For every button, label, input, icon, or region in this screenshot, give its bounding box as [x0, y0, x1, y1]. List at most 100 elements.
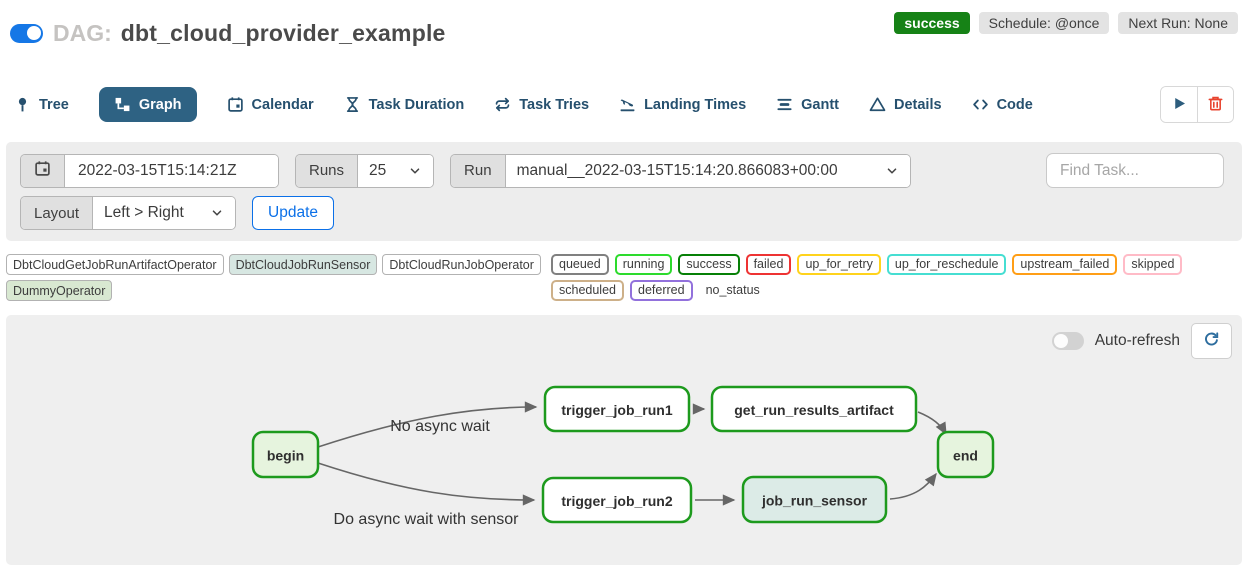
run-select[interactable]: manual__2022-03-15T15:14:20.866083+00:00	[505, 154, 910, 187]
graph-controls: Auto-refresh	[1051, 323, 1232, 359]
status-badge-running: running	[614, 254, 673, 275]
edge-label: No async wait	[390, 418, 490, 435]
delete-dag-button[interactable]	[1197, 87, 1233, 122]
tab-details[interactable]: Details	[869, 96, 942, 113]
operator-badge: DbtCloudGetJobRunArtifactOperator	[6, 254, 224, 275]
schedule-badge: Schedule: @once	[978, 12, 1110, 34]
next-run-badge: Next Run: None	[1118, 12, 1238, 34]
update-button[interactable]: Update	[252, 196, 335, 230]
graph-node-trigger_job_run2[interactable]: trigger_job_run2	[541, 476, 693, 524]
filter-row-1: Runs 25 Run manual__2022-03-15T15:14:20.…	[20, 153, 1228, 188]
hourglass-icon	[344, 96, 361, 113]
tab-label: Task Tries	[519, 96, 590, 113]
calendar-icon	[34, 160, 51, 181]
tab-tree[interactable]: Tree	[14, 96, 69, 113]
graph-panel: Auto-refresh No async wait Do async wait …	[6, 315, 1242, 565]
chevron-down-icon	[210, 206, 224, 220]
auto-refresh-toggle[interactable]	[1051, 332, 1084, 350]
node-label: job_run_sensor	[761, 493, 868, 509]
graph-node-trigger_job_run1[interactable]: trigger_job_run1	[543, 385, 691, 433]
chevron-down-icon	[885, 164, 899, 178]
node-label: get_run_results_artifact	[734, 402, 894, 418]
graph-node-end[interactable]: end	[936, 430, 995, 479]
edge-begin-to-trigger_job_run2	[317, 462, 536, 506]
dag-status-badge[interactable]: success	[894, 12, 970, 34]
operator-badge: DbtCloudJobRunSensor	[228, 254, 378, 275]
tab-task-tries[interactable]: Task Tries	[494, 96, 589, 113]
tab-label: Graph	[138, 96, 182, 113]
dag-header: DAG: dbt_cloud_provider_example success …	[0, 0, 1248, 48]
tab-label: Calendar	[251, 96, 314, 113]
sitemap-icon	[114, 96, 131, 113]
view-tabbar: Tree Graph Calendar Task Duration Task Tries…	[0, 86, 1248, 123]
runs-select[interactable]: 25	[358, 154, 434, 187]
runs-selected-value: 25	[369, 161, 387, 179]
tab-label: Tree	[39, 96, 69, 113]
dag-pause-toggle[interactable]	[10, 23, 43, 43]
node-label: trigger_job_run1	[561, 402, 672, 418]
node-label: begin	[267, 448, 304, 464]
node-label: trigger_job_run2	[561, 493, 672, 509]
dag-actions	[1160, 86, 1234, 123]
edge-label: Do async wait with sensor	[334, 511, 520, 528]
base-date-group	[20, 153, 279, 188]
layout-label: Layout	[21, 197, 94, 229]
tab-code[interactable]: Code	[972, 96, 1033, 113]
tab-gantt[interactable]: Gantt	[776, 96, 839, 113]
find-task-input[interactable]	[1046, 153, 1224, 188]
layout-selected-value: Left > Right	[104, 204, 184, 221]
run-group: Run manual__2022-03-15T15:14:20.866083+0…	[450, 153, 911, 188]
tab-label: Task Duration	[368, 96, 465, 113]
status-badge-success: success	[678, 254, 740, 275]
layout-select[interactable]: Left > Right	[93, 197, 236, 229]
status-badge-up_for_retry: up_for_retry	[797, 254, 881, 275]
refresh-icon	[1203, 331, 1220, 351]
tab-label: Gantt	[801, 96, 839, 113]
filter-panel: Runs 25 Run manual__2022-03-15T15:14:20.…	[6, 142, 1242, 241]
tab-label: Code	[996, 96, 1033, 113]
gantt-icon	[776, 96, 793, 113]
tab-label: Landing Times	[644, 96, 747, 113]
runs-group: Runs 25	[295, 153, 435, 188]
tab-task-duration[interactable]: Task Duration	[344, 96, 465, 113]
tab-label: Details	[894, 96, 942, 113]
status-badge-up_for_reschedule: up_for_reschedule	[886, 254, 1007, 275]
edge-get_run_results_artifact-to-end	[917, 411, 947, 436]
status-badge-upstream_failed: upstream_failed	[1012, 254, 1118, 275]
status-badge-no_status: no_status	[705, 283, 760, 297]
calendar-icon	[227, 96, 244, 113]
header-badges: success Schedule: @once Next Run: None	[894, 12, 1238, 34]
graph-node-begin[interactable]: begin	[251, 430, 320, 479]
operator-badge: DbtCloudRunJobOperator	[382, 254, 541, 275]
code-icon	[972, 96, 989, 113]
graph-node-get_run_results_artifact[interactable]: get_run_results_artifact	[710, 385, 918, 433]
play-icon	[1171, 95, 1188, 115]
tab-landing-times[interactable]: Landing Times	[619, 96, 746, 113]
auto-refresh-label: Auto-refresh	[1094, 332, 1180, 349]
chevron-down-icon	[408, 164, 422, 178]
dag-prefix-label: DAG:	[53, 19, 112, 46]
view-tabs: Tree Graph Calendar Task Duration Task Tries…	[14, 87, 1033, 122]
graph-node-job_run_sensor[interactable]: job_run_sensor	[741, 475, 888, 524]
runs-label: Runs	[296, 154, 359, 187]
base-date-input[interactable]	[65, 154, 278, 187]
status-badge-failed: failed	[745, 254, 792, 275]
repeat-icon	[494, 96, 511, 113]
status-badge-deferred: deferred	[630, 280, 693, 301]
plane-landing-icon	[619, 96, 636, 113]
tab-calendar[interactable]: Calendar	[227, 96, 314, 113]
status-badge-queued: queued	[551, 254, 609, 275]
tab-graph[interactable]: Graph	[98, 87, 197, 122]
triangle-icon	[869, 96, 886, 113]
status-badge-skipped: skipped	[1123, 254, 1183, 275]
dag-graph: No async wait Do async wait with sensor be…	[251, 385, 995, 528]
status-badge-scheduled: scheduled	[551, 280, 624, 301]
run-selected-value: manual__2022-03-15T15:14:20.866083+00:00	[516, 161, 838, 179]
run-label: Run	[451, 154, 506, 187]
trigger-dag-button[interactable]	[1161, 87, 1197, 122]
find-task-wrapper	[1046, 153, 1224, 188]
refresh-button[interactable]	[1191, 323, 1232, 359]
calendar-picker-button[interactable]	[21, 154, 65, 187]
